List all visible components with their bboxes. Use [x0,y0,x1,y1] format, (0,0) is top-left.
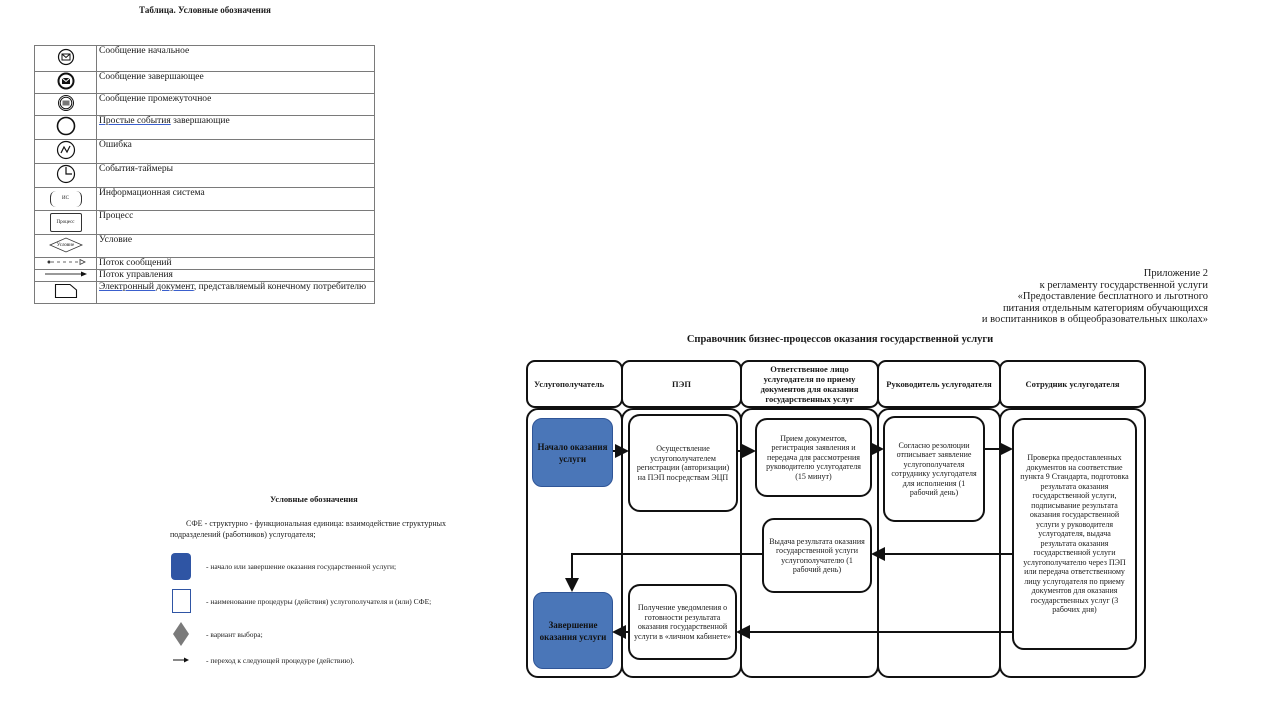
legend-row: Поток управления [34,269,375,282]
timer-icon [56,164,75,184]
step-issue-result: Выдача результата оказания государственн… [762,518,872,593]
legend-label: Сообщение завершающее [96,71,375,94]
white-square-icon [171,589,191,613]
step-receive-documents: Прием документов, регистрация заявления … [755,418,872,497]
arrow-icon [173,657,189,663]
end-node: Завершение оказания услуги [533,592,613,669]
lane-header-service-recipient: Услугополучатель [526,360,623,408]
start-node: Начало оказания услуги [532,418,613,487]
message-end-icon [57,72,74,90]
message-flow-icon [47,258,86,266]
message-start-icon [57,48,74,66]
appendix-line: к регламенту государственной услуги [1039,279,1208,291]
blue-rounded-square-icon [171,552,191,580]
legend-row: Условие Условие [34,234,375,258]
lane-header-employee: Сотрудник услугодателя [999,360,1146,408]
legend-label: События-таймеры [96,163,375,188]
appendix-line: и воспитанников в общеобразовательных шк… [981,314,1208,325]
condition-icon: Условие [48,237,83,253]
symbols-legend-item: - наименование процедуры (действия) услу… [170,587,431,615]
legend-label: Процесс [96,210,375,235]
legend-label: Поток управления [96,269,375,282]
step-pep-registration: Осуществление услугополучателем регистра… [628,414,738,512]
legend-row: События-таймеры [34,163,375,188]
message-intermediate-icon [57,95,74,111]
appendix-line: «Предоставление бесплатного и льготного [1017,291,1208,302]
electronic-document-icon [54,283,77,299]
simple-end-event-icon [56,116,75,136]
error-icon [56,140,75,160]
grey-diamond-icon [173,622,189,646]
symbols-legend-item: - начало или завершение оказания государ… [170,552,396,580]
lane-header-pep: ПЭП [621,360,742,408]
legend-row: ИС Информационная система [34,187,375,211]
appendix-caption: Приложение 2 к регламенту государственно… [982,268,1208,326]
legend-row: Поток сообщений [34,257,375,270]
legend-label: Условие [96,234,375,258]
legend-row: Электронный документ, представляемый кон… [34,281,375,304]
legend-row: Сообщение промежуточное [34,93,375,116]
legend-row: Сообщение завершающее [34,71,375,94]
symbols-legend-item: - переход к следующей процедуре (действи… [170,646,354,674]
information-system-icon: ИС [49,191,82,207]
legend-label: Сообщение промежуточное [96,93,375,116]
step-notification: Получение уведомления о готовности резул… [628,584,737,660]
process-icon: Процесс [49,213,82,232]
legend-label: Поток сообщений [96,257,375,270]
appendix-line: Приложение 2 [1143,268,1208,279]
legend-table: Сообщение начальное Сообщение завершающе… [34,45,375,304]
legend-label: Ошибка [96,139,375,164]
control-flow-icon [44,271,87,277]
legend-label: Информационная система [96,187,375,211]
step-resolution: Согласно резолюции отписывает заявление … [883,416,985,522]
lane-header-head: Руководитель услугодателя [877,360,1001,408]
legend-table-title: Таблица. Условные обозначения [139,5,271,15]
lane-header-responsible-person: Ответственное лицо услугодателя по прием… [740,360,879,408]
step-check-documents: Проверка предоставленных документов на с… [1012,418,1137,650]
legend-label: Сообщение начальное [96,45,375,72]
legend-label: Электронный документ, представляемый кон… [96,281,375,304]
symbols-legend-item: - вариант выбора; [170,620,263,648]
legend-row: Ошибка [34,139,375,164]
appendix-line: питания отдельным категориям обучающихся [1002,302,1208,314]
legend-row: Простые события завершающие [34,115,375,140]
legend-row: Процесс Процесс [34,210,375,235]
symbols-legend-title: Условные обозначения [270,494,358,504]
symbols-legend-description: СФЕ - структурно - функциональная единиц… [170,519,446,539]
diagram-title: Справочник бизнес-процессов оказания гос… [686,334,994,345]
legend-label: Простые события завершающие [96,115,375,140]
legend-row: Сообщение начальное [34,45,375,72]
